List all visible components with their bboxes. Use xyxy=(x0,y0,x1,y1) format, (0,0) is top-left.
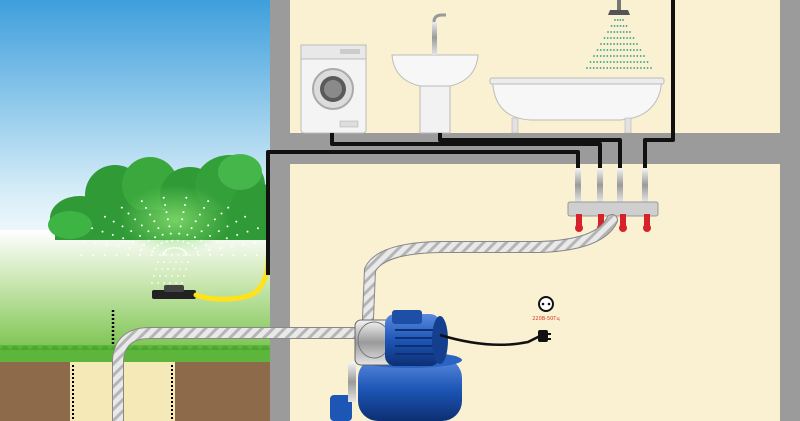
sprinkler-spray xyxy=(80,185,270,284)
house-walls xyxy=(270,0,800,421)
bathtub-icon xyxy=(489,77,665,134)
washing-machine-icon xyxy=(300,44,367,134)
sprinkler-icon xyxy=(152,285,196,299)
socket-voltage-label: 220В-50Гц xyxy=(532,316,560,322)
manifold-icon xyxy=(567,168,659,232)
power-socket-icon xyxy=(538,296,554,312)
power-plug-icon xyxy=(538,330,551,342)
flexible-hoses xyxy=(112,214,618,421)
water-pump-icon xyxy=(354,310,448,366)
well-icon xyxy=(0,310,352,421)
supply-pipes xyxy=(266,0,675,275)
sink-icon xyxy=(391,13,479,134)
power-cord xyxy=(439,333,541,346)
shower-head-icon xyxy=(586,0,652,69)
